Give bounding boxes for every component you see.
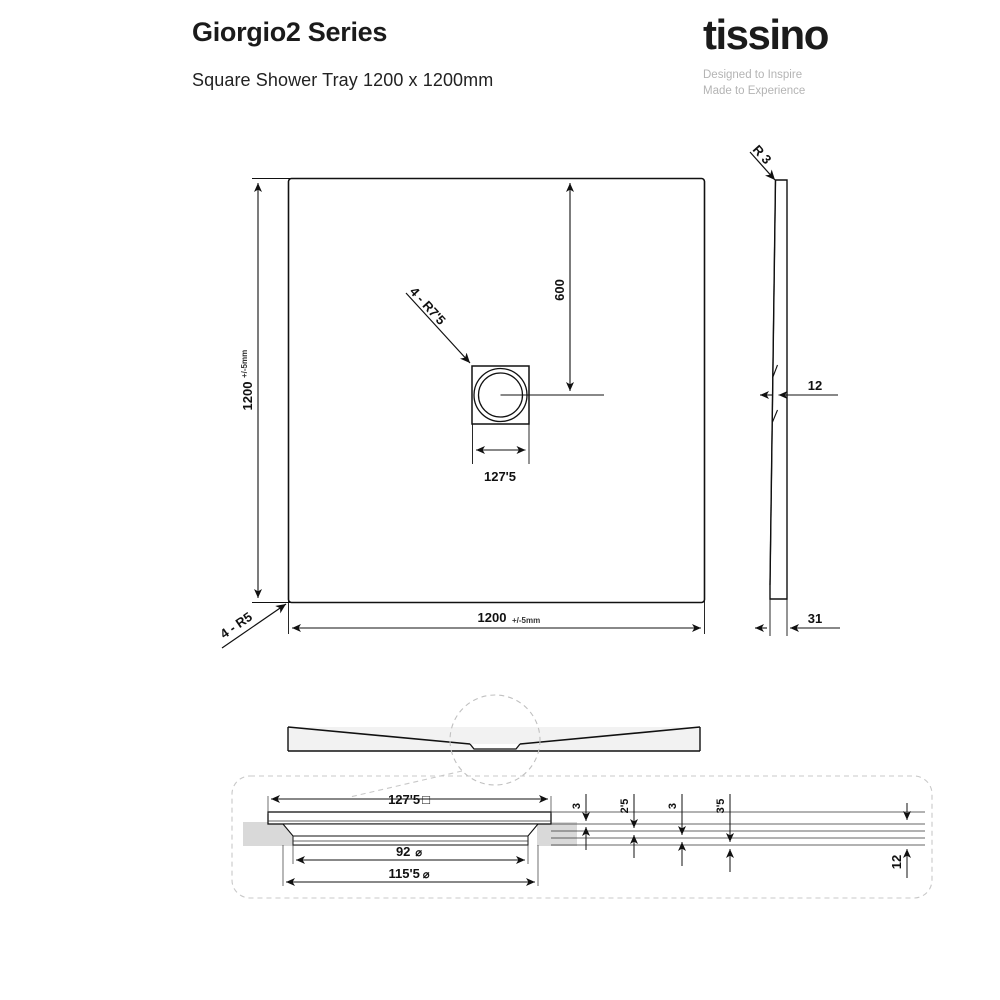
side-top-radius-leader-line [749, 151, 776, 181]
detail-inner-dia-symbol: ⌀ [415, 847, 422, 859]
tagline-line-1: Designed to Inspire [703, 69, 803, 81]
section-slab-body [288, 727, 700, 751]
drain-width-dim-label: 127'5 [484, 469, 516, 484]
detail-view-frame [231, 775, 933, 899]
sheet-header: Giorgio2 Series Square Shower Tray 1200 … [0, 0, 1000, 115]
detail-step-dim-label-4: 3'5 [715, 799, 727, 814]
detail-body-lower [292, 835, 529, 846]
detail-grate-plate [267, 811, 552, 825]
detail-callout-leader [349, 770, 463, 798]
brand-tagline: Designed to Inspire Made to Experience [703, 56, 923, 99]
plan-width-dim-label: 1200 [478, 610, 507, 625]
page-subtitle: Square Shower Tray 1200 x 1200mm [192, 69, 494, 90]
detail-grate-dim-label: 127'5□ [388, 792, 430, 807]
drain-radius-leader-line [405, 292, 471, 364]
brand-block: tissino Designed to Inspire Made to Expe… [703, 14, 923, 99]
detail-outer-dia-value: 115'5 [389, 866, 420, 881]
detail-outer-dia-symbol: ⌀ [423, 869, 430, 881]
tagline-line-2: Made to Experience [703, 84, 806, 97]
plan-height-tolerance-label: +/-5mm [240, 350, 249, 378]
plan-height-dim-label: 1200 [240, 382, 255, 411]
title-block: Giorgio2 Series Square Shower Tray 1200 … [192, 17, 494, 91]
detail-grate-dim-value: 127'5 [388, 792, 420, 807]
side-thickness-dim-label: 12 [808, 378, 822, 393]
section-drain-recess [469, 743, 521, 750]
detail-step-dim-label-1: 3 [571, 803, 583, 809]
detail-outer-dia-label: 115'5⌀ [389, 866, 430, 881]
side-top-radius-label: R 3 [750, 142, 775, 167]
detail-step-dim-label-3: 3 [667, 803, 679, 809]
detail-step-dim-label-2: 2'5 [619, 799, 631, 814]
detail-inner-dia-value: 92 [396, 844, 410, 859]
detail-view-group: 127'5□ 92⌀ 115'5⌀ [231, 775, 933, 899]
section-view-group [287, 694, 701, 798]
detail-body-outline [281, 823, 540, 837]
detail-callout-circle [449, 694, 541, 786]
detail-depth-dim-label: 12 [889, 855, 904, 869]
side-view-group: R 3 12 31 [749, 142, 840, 636]
tissino-logo: tissino [703, 11, 829, 58]
page-title: Giorgio2 Series [192, 17, 388, 47]
plan-view-group: 1200 +/-5mm 1200 +/-5mm 4 - R5 [217, 177, 706, 649]
side-break-mark-lower [771, 409, 779, 423]
section-slab-top-left [287, 726, 471, 745]
detail-inner-dia-label: 92 ⌀ [396, 844, 422, 859]
detail-shade-right [537, 822, 577, 846]
plan-width-tolerance-label: +/-5mm [512, 616, 540, 625]
side-base-dim-label: 31 [808, 611, 822, 626]
side-profile-taper-line [769, 179, 777, 586]
corner-radius-label: 4 - R5 [217, 609, 255, 641]
corner-radius-leader-line [221, 603, 287, 649]
side-break-mark-upper [771, 364, 779, 379]
drain-offset-dim-label: 600 [552, 279, 567, 301]
section-slab-top-right [519, 726, 701, 745]
detail-grate-dim-symbol: □ [422, 792, 430, 807]
